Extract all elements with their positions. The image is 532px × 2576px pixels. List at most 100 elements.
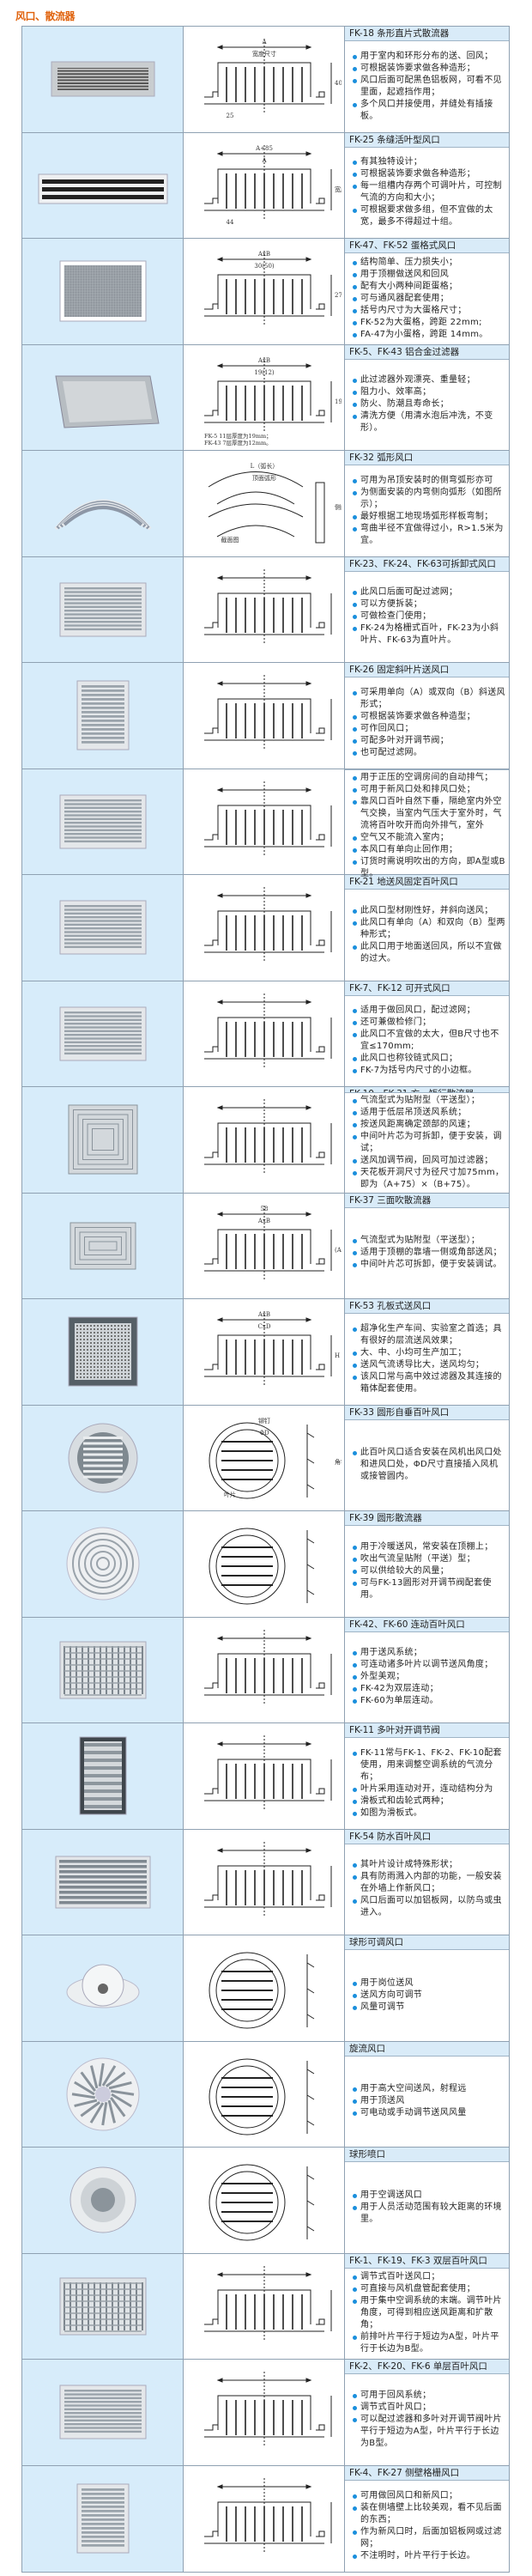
product-info: FK-39 圆形散流器用于冷暖送风，常安装在顶棚上；吹出气流呈贴附（平送）型；可… <box>345 1511 509 1617</box>
product-photo <box>22 1829 184 1935</box>
drawing-label: FK-43 7层厚度为12mm。 <box>204 439 272 447</box>
feature-bullet: 可采用单向（A）或双向（B）斜送风形式； <box>352 687 505 711</box>
feature-bullet: 吹出气流呈贴附（平送）型； <box>352 1553 505 1565</box>
product-title: FK-47、FK-52 蛋格式风口 <box>345 239 509 253</box>
feature-bullet: 可与通风器配套使用； <box>352 293 505 305</box>
product-photo <box>22 1405 184 1510</box>
feature-bullet: 可根据装饰要求做各种造型； <box>352 711 505 723</box>
product-info: FK-21 地送风固定百叶风口此风口型材刚性好，并斜向送风；此风口有单向（A）和… <box>345 875 509 981</box>
product-info: FK-23、FK-24、FK-63可拆卸式风口此风口后面可配过滤网；可以方便拆装… <box>345 556 509 663</box>
feature-bullet: 用于顶送风 <box>352 2095 505 2107</box>
product-row: FK-21 地送风固定百叶风口此风口型材刚性好，并斜向送风；此风口有单向（A）和… <box>22 875 509 981</box>
feature-list: 可采用单向（A）或双向（B）斜送风形式；可根据装饰要求做各种造型；可作回风口；可… <box>345 677 509 769</box>
feature-list: 此风口型材刚性好，并斜向送风；此风口有单向（A）和双向（B）型两种形式；此风口用… <box>345 890 509 981</box>
product-info: FK-11 多叶对开调节阀 FK-11常与FK-1、FK-2、FK-10配套使用，… <box>345 1723 509 1829</box>
feature-bullet: 还可兼做检修门； <box>352 1017 505 1029</box>
drawing-label: AxB <box>257 357 269 364</box>
feature-list: 用于正压的空调房间的自动排气；可用于新风口处和排风口处；靠风口百叶自然下垂，隔绝… <box>345 770 509 882</box>
feature-bullet: 装在侧墙壁上比较美观，看不见后面的东西； <box>352 2502 505 2526</box>
product-row: FK-2、FK-20、FK-6 单层百叶风口可用于回风系统；调节式百叶风口；可以… <box>22 2360 509 2466</box>
feature-bullet: 空气又不能流入室内； <box>352 832 505 844</box>
feature-bullet: 可根据装饰要求做各种造形； <box>352 168 505 180</box>
feature-bullet: FK-60为单层连动。 <box>352 1695 505 1707</box>
product-info: 球形可调风口用于岗位送风送风方向可调节风量可调节 <box>345 1935 509 2041</box>
technical-drawing <box>184 875 345 981</box>
drawing-label: (A-125)x(B+125) <box>335 1247 342 1254</box>
feature-bullet: 也可配过滤网。 <box>352 747 505 759</box>
drawing-label: 58 <box>260 1206 268 1212</box>
feature-list: 用于送风系统；可连动诸多叶片以调节送风角度；外型美观；FK-42为双层连动；FK… <box>345 1632 509 1723</box>
product-title: 球形可调风口 <box>345 1935 509 1950</box>
product-photo <box>22 1723 184 1829</box>
technical-drawing <box>184 981 345 1086</box>
feature-list: 此风口后面可配过滤网；可以方便拆装；可做检查门使用；FK-24为格栅式百叶，FK… <box>345 572 509 663</box>
product-title: FK-11 多叶对开调节阀 <box>345 1723 509 1738</box>
technical-drawing <box>184 1511 345 1617</box>
feature-bullet: 调节式百叶风口； <box>352 2402 505 2414</box>
product-title: FK-37 三面吹散流器 <box>345 1193 509 1208</box>
product-row: 球形可调风口用于岗位送风送风方向可调节风量可调节 <box>22 1935 509 2042</box>
feature-bullet: 靠风口百叶自然下垂，隔绝室内外空气交换，当室内气压大于室外时，气流将百叶吹开而向… <box>352 796 505 832</box>
product-photo <box>22 2253 184 2359</box>
drawing-label: 铆钉 <box>258 1417 270 1425</box>
drawing-label: CxD <box>257 1323 270 1330</box>
product-row: FK-23、FK-24、FK-63可拆卸式风口此风口后面可配过滤网；可以方便拆装… <box>22 556 509 663</box>
product-title: FK-42、FK-60 连动百叶风口 <box>345 1617 509 1632</box>
drawing-label: 19(12) <box>254 369 275 376</box>
feature-bullet: 送风气流诱导比大，送风均匀； <box>352 1359 505 1371</box>
feature-bullet: 用于岗位送风 <box>352 1978 505 1990</box>
feature-list: 用于岗位送风送风方向可调节风量可调节 <box>345 1950 509 2041</box>
feature-list: 有其独特设计；可根据装饰要求做各种造形；每一组槽内存两个可调叶片，可控制气流的方… <box>345 148 509 239</box>
product-title: FK-33 圆形自垂百叶风口 <box>345 1405 509 1420</box>
drawing-label: 25 <box>226 112 233 119</box>
feature-bullet: 送风加调节阀，回风可加过滤器； <box>352 1155 505 1167</box>
page-title: 风口、散流器 <box>15 10 76 22</box>
technical-drawing: A+85A宽度尺寸44 <box>184 132 345 238</box>
feature-bullet: 超净化生产车间、实验室之首选；具有很好的层流送风效果； <box>352 1323 505 1347</box>
feature-bullet: 阻力小、效率高； <box>352 386 505 398</box>
feature-bullet: 可用为吊顶安装时的侧弯弧形亦可 <box>352 475 505 487</box>
feature-bullet: 天花板开洞尺寸为径尺寸加75mm，即为（A+75）×（B+75）。 <box>352 1167 505 1191</box>
product-title: FK-21 地送风固定百叶风口 <box>345 875 509 890</box>
technical-drawing <box>184 2148 345 2253</box>
product-row: FK-42、FK-60 连动百叶风口用于送风系统；可连动诸多叶片以调节送风角度；… <box>22 1617 509 1723</box>
feature-list: 用于高大空间送风，射程远用于顶送风可电动或手动调节送风风量 <box>345 2057 509 2148</box>
feature-list: 气流型式为贴附型（平送型）；适用于低层吊顶送风系统；按送风距离确定颈部的风速；中… <box>345 1093 509 1193</box>
drawing-label: AxB <box>257 1218 269 1224</box>
product-title: FK-18 条形直片式散流器 <box>345 27 509 41</box>
product-row: FK-39 圆形散流器用于冷暖送风，常安装在顶棚上；吹出气流呈贴附（平送）型；可… <box>22 1511 509 1618</box>
product-info: FK-53 孔板式送风口超净化生产车间、实验室之首选；具有很好的层流送风效果；大… <box>345 1299 509 1405</box>
product-info: FK-1、FK-19、FK-3 双层百叶风口调节式百叶送风口；可直接与风机盘管配… <box>345 2253 509 2359</box>
product-row: 铆钉ΦD角铁法兰叶片FK-33 圆形自垂百叶风口此百叶风口适合安装在风机出风口处… <box>22 1405 509 1511</box>
feature-list: 气流型式为贴附型（平送型）；适用于顶棚的靠墙一侧或角部送风；中间叶片芯可拆卸，便… <box>345 1208 509 1299</box>
product-title: 球形喷口 <box>345 2148 509 2162</box>
feature-bullet: 此风口型材刚性好，并斜向送风； <box>352 905 505 917</box>
feature-list: 可用为吊顶安装时的侧弯弧形亦可为侧面安装的内弯侧向弧形（如图所示）；最好根据工地… <box>345 465 509 556</box>
feature-bullet: 有其独特设计； <box>352 156 505 168</box>
product-photo <box>22 132 184 238</box>
drawing-label: 30(50) <box>254 263 275 270</box>
feature-bullet: FK-11常与FK-1、FK-2、FK-10配套使用，用来调整空调系统的气流分布… <box>352 1747 505 1783</box>
technical-drawing <box>184 2041 345 2147</box>
feature-bullet: 具有防雨溅入内部的功能，一般安装在外墙上作新风口； <box>352 1871 505 1895</box>
feature-bullet: 本风口有单向止回作用； <box>352 844 505 856</box>
feature-bullet: 该风口常与高中效过滤器及其连接的箱体配套使用。 <box>352 1371 505 1395</box>
product-photo <box>22 2148 184 2253</box>
feature-bullet: 此风口不宜做的太大，但B尺寸也不宜≤170mm; <box>352 1029 505 1053</box>
product-title: FK-54 防水百叶风口 <box>345 1829 509 1844</box>
feature-bullet: 不注明时，叶片平行于长边。 <box>352 2550 505 2562</box>
feature-list: 用于室内和环形分布的送、回风；可根据装饰要求做各种造形；风口后面可配黑色铝板网，… <box>345 41 509 132</box>
technical-drawing <box>184 769 345 874</box>
product-row: 旋流风口用于高大空间送风，射程远用于顶送风可电动或手动调节送风风量 <box>22 2041 509 2148</box>
feature-bullet: FK-7为括号内尺寸的小边框。 <box>352 1065 505 1077</box>
feature-bullet: 如图为滑板式。 <box>352 1807 505 1820</box>
technical-drawing <box>184 556 345 662</box>
feature-bullet: 可连动诸多叶片以调节送风角度； <box>352 1659 505 1671</box>
product-info: FK-37 三面吹散流器气流型式为贴附型（平送型）；适用于顶棚的靠墙一侧或角部送… <box>345 1193 509 1299</box>
drawing-label: A <box>261 39 267 46</box>
product-photo <box>22 451 184 556</box>
